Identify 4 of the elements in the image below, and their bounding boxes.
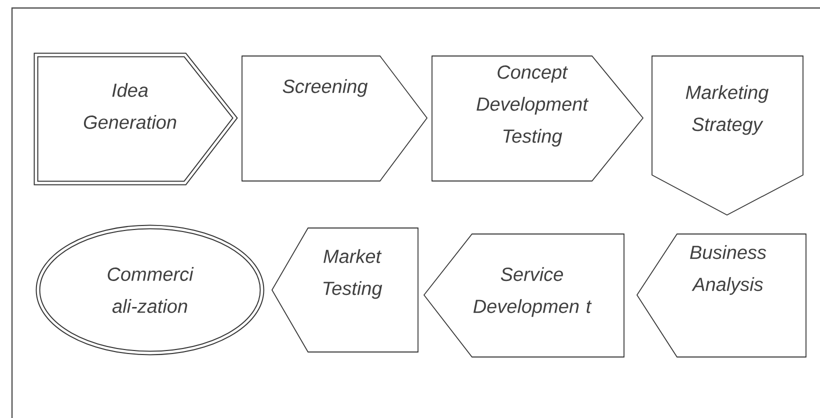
arrow-box: Idea Generation [34, 52, 238, 186]
arrow-box: Marketing Strategy [652, 56, 804, 216]
arrow-box: Screening [242, 56, 428, 182]
arrow-box: Concept Development Testing [432, 56, 644, 182]
